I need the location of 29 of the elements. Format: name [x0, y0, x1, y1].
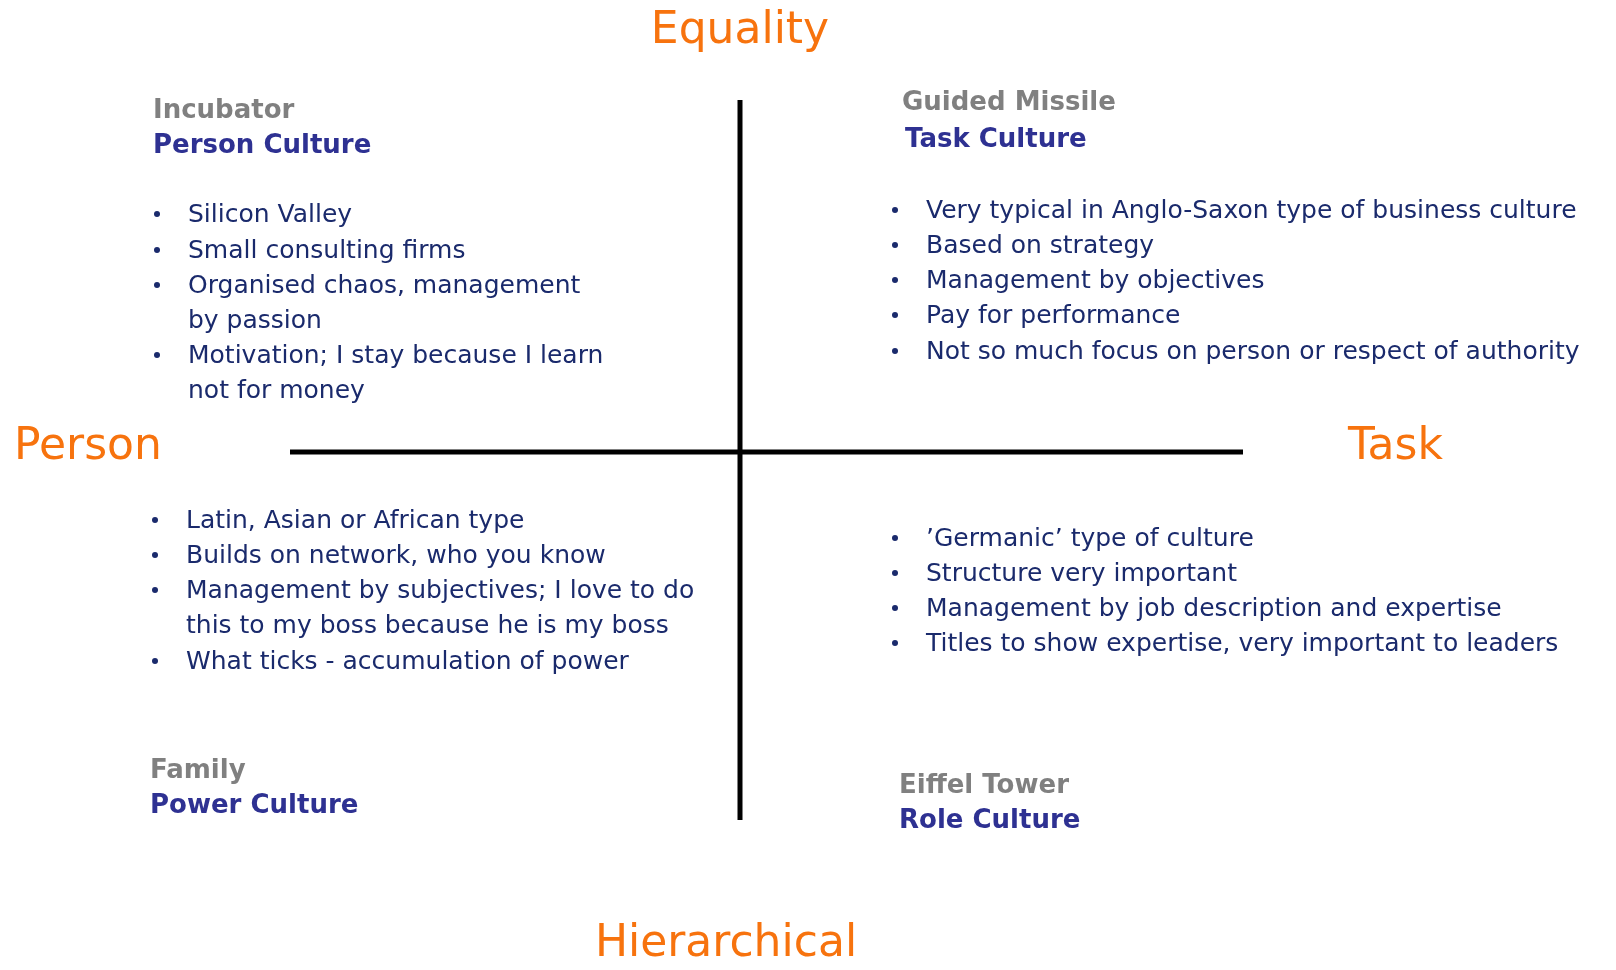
category-label: Eiffel Tower [899, 768, 1069, 801]
axis-label: Equality [650, 2, 830, 54]
culture-title: Power Culture [150, 788, 359, 821]
bullet-item: Management by subjectives; I love to do this to my boss because he is my boss [150, 572, 726, 642]
bullet-item: ’Germanic’ type of culture [890, 520, 1254, 555]
bullet-item: Management by objectives [890, 262, 1265, 297]
bullet-item: Latin, Asian or African type [150, 502, 525, 537]
culture-title: Person Culture [153, 128, 372, 161]
bullet-item: Motivation; I stay because I learn not for money [152, 337, 648, 407]
bullet-item: Not so much focus on person or respect of authority [890, 333, 1580, 368]
bullet-item: Management by job description and expertise [890, 590, 1502, 625]
bullet-item: Pay for performance [890, 297, 1181, 332]
axis-label: Hierarchical [594, 915, 858, 967]
bullet-item: Silicon Valley [152, 196, 353, 231]
bullet-item: Builds on network, who you know [150, 537, 606, 572]
bullet-item: Organised chaos, management by passion [152, 267, 618, 337]
bullet-item: Very typical in Anglo-Saxon type of business culture [890, 192, 1577, 227]
axis-label: Task [1348, 418, 1443, 470]
bullet-item: Based on strategy [890, 227, 1155, 262]
culture-title: Task Culture [905, 122, 1087, 155]
bullet-item: What ticks - accumulation of power [150, 643, 629, 678]
culture-title: Role Culture [899, 803, 1081, 836]
category-label: Guided Missile [902, 85, 1116, 118]
bullet-item: Small consulting firms [152, 232, 466, 267]
axis-label: Person [14, 418, 162, 470]
category-label: Incubator [153, 93, 295, 126]
bullet-item: Structure very important [890, 555, 1237, 590]
category-label: Family [150, 753, 246, 786]
bullet-item: Titles to show expertise, very important to leaders [890, 625, 1559, 660]
